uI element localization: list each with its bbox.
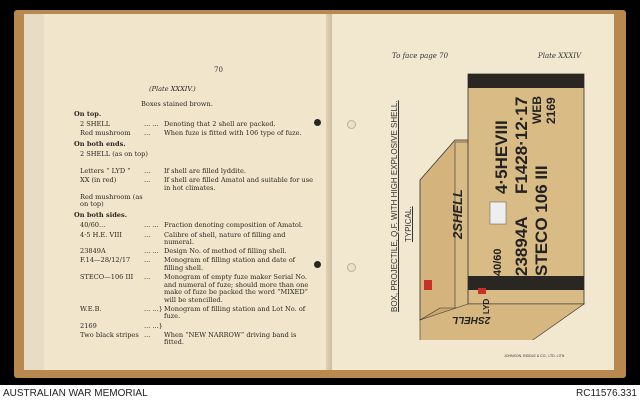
row-leader: ... [144, 129, 151, 138]
plate-label: Plate XXXIV [538, 52, 582, 60]
binding-hole [314, 261, 321, 268]
row-key: 2169 [80, 321, 97, 330]
box-marking-date: F1428·12·17 [512, 96, 531, 194]
row-key: 2 SHELL [80, 120, 111, 128]
row-leader: ... ...} [144, 304, 163, 313]
binding-hole [347, 120, 356, 129]
row-description: Monogram of filling station and date of … [164, 256, 296, 272]
row-leader: ... [144, 176, 151, 184]
section-heading: On both ends. [74, 140, 126, 149]
row-description: If shell are filled Amatol and suitable … [164, 176, 314, 192]
row-key: XX (in red) [80, 176, 117, 184]
row-leader: ... [144, 330, 151, 339]
facing-page-label: To face page 70 [392, 52, 449, 60]
institution-name: AUSTRALIAN WAR MEMORIAL [3, 388, 148, 399]
binding-hole [347, 263, 356, 272]
row-leader: ... ...} [144, 321, 163, 330]
intro-text: Boxes stained brown. [141, 100, 213, 108]
row-key: Two black stripes [80, 330, 139, 339]
row-key: Letters “ LYD ” [80, 166, 131, 175]
box-end-marking: 2SHELL [452, 314, 491, 325]
binding-hole [314, 119, 321, 126]
row-key: 40/60... [80, 221, 106, 230]
box-end-letters: LYD [482, 298, 491, 314]
row-key: F.14—28/12/17 [80, 256, 131, 265]
row-leader: ... [144, 166, 151, 175]
row-leader: ... ... [144, 221, 159, 230]
row-description: When “NEW NARROW” driving band is fitted… [164, 330, 297, 347]
row-leader: ... [144, 273, 151, 281]
row-description: Denoting that 2 shell are packed. [164, 120, 276, 128]
section-heading: On both sides. [74, 211, 128, 220]
row-description: Design No. of method of filling shell. [164, 247, 287, 256]
row-description: When fuze is fitted with 106 type of fuz… [164, 129, 302, 138]
row-key: W.E.B. [80, 304, 102, 313]
box-marking-calibre: 4·5HEVIII [492, 120, 511, 194]
record-id: RC11576.331 [576, 388, 637, 399]
box-top-marking: 2SHELL [450, 189, 465, 239]
row-description: Calibre of shell, nature of filling and … [164, 230, 286, 247]
box-marking-web: WEB [530, 96, 544, 124]
row-description: Monogram of filling station and Lot No. … [164, 304, 306, 321]
page-number: 70 [214, 66, 223, 74]
row-key: 23849A [80, 247, 106, 256]
box-marking-fuze: STECO 106 III [532, 165, 551, 276]
box-marking-4.5: 40/60 [492, 248, 504, 276]
section-heading: On top. [74, 110, 102, 118]
row-leader: ... ... [144, 120, 159, 128]
box-marking-lot: 2169 [544, 97, 558, 124]
right-page: To face page 70 Plate XXXIV BOX, PROJECT… [332, 14, 614, 370]
row-key: Red mushroom (as on top) [80, 192, 143, 209]
row-key: 4·5 H.E. VIII [80, 230, 123, 239]
row-description: If shell are filled lyddite. [164, 166, 246, 175]
footer: AUSTRALIAN WAR MEMORIAL RC11576.331 [0, 385, 640, 402]
row-description: Monogram of empty fuze maker Serial No. … [164, 273, 309, 304]
ammunition-box-illustration [418, 73, 585, 340]
row-leader: ... [144, 230, 151, 239]
row-key: STECO—106 III [80, 273, 134, 281]
box-marking-design: 23894A [512, 216, 531, 276]
row-key: 2 SHELL (as on top) [80, 150, 148, 159]
row-key: Red mushroom [80, 129, 131, 138]
plate-reference: (Plate XXXIV.) [149, 85, 196, 93]
left-page: 70 (Plate XXXIV.) Boxes stained brown. On … [44, 14, 332, 370]
row-leader: ... ... [144, 247, 159, 256]
row-description: Fraction denoting composition of Amatol. [164, 221, 304, 230]
plate-caption: BOX, PROJECTILE, Q.F. WITH HIGH EXPLOSIV… [390, 100, 399, 312]
printer-imprint: JOHNSON, RIDDLE & CO., LTD. LITH. [504, 354, 566, 358]
row-leader: ... [144, 256, 151, 265]
